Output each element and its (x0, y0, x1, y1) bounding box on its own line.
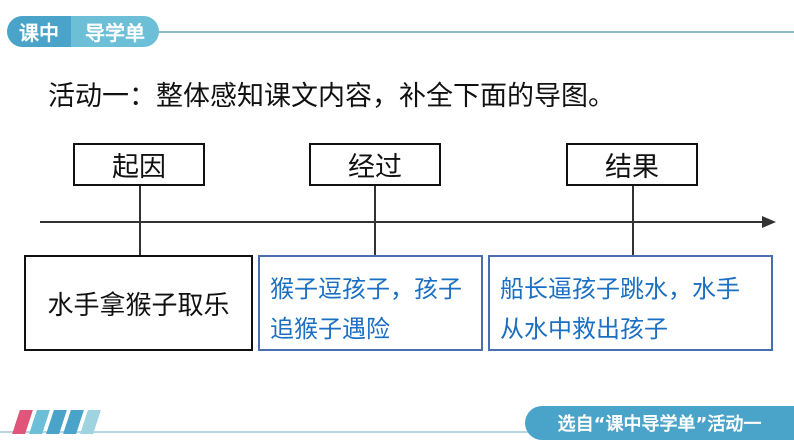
content-box-cause: 水手拿猴子取乐 (24, 255, 253, 351)
connector-process (374, 186, 376, 255)
stage-box-process: 经过 (309, 143, 441, 186)
connector-cause (139, 186, 141, 255)
footer-rule (0, 431, 794, 433)
section-badge-class: 课中 (7, 16, 71, 47)
timeline-axis (40, 221, 764, 223)
source-label: 选自“课中导学单”活动一 (525, 406, 794, 440)
content-box-result: 船长逼孩子跳水，水手从水中救出孩子 (488, 255, 773, 351)
stage-box-result: 结果 (566, 143, 698, 186)
section-badge-guide: 导学单 (71, 16, 159, 47)
header-rule (150, 31, 794, 33)
timeline-arrow-icon (762, 216, 776, 228)
content-box-process: 猴子逗孩子，孩子追猴子遇险 (258, 255, 483, 351)
connector-result (632, 186, 634, 255)
activity-instruction: 活动一：整体感知课文内容，补全下面的导图。 (48, 81, 615, 112)
stage-box-cause: 起因 (73, 143, 205, 186)
